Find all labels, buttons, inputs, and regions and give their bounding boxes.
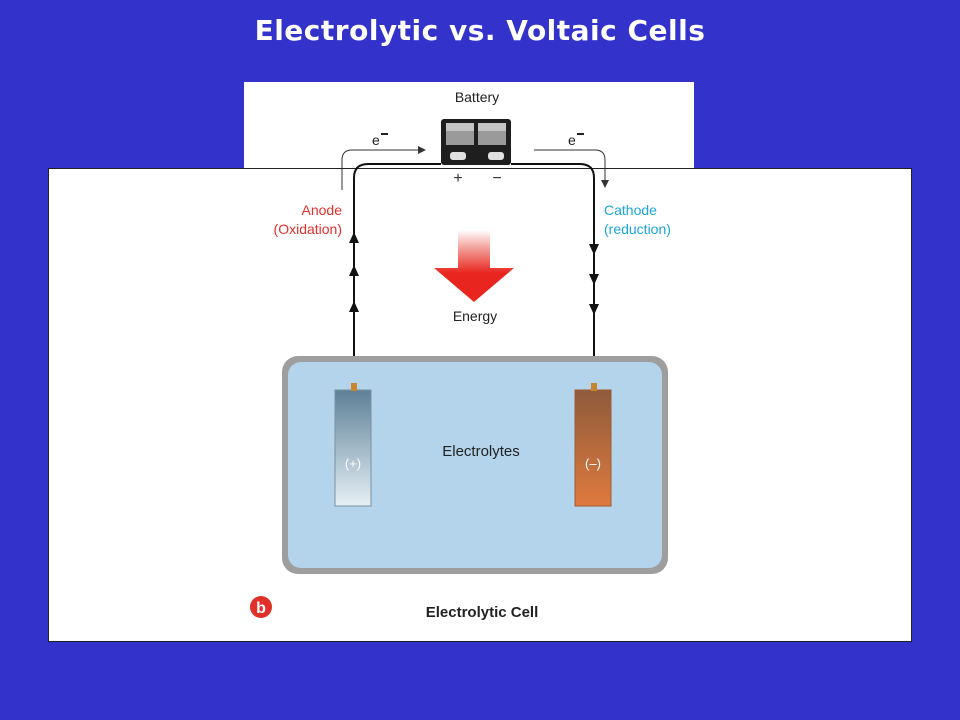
anode-electrode-sign: (+)	[345, 456, 361, 471]
electron-label-right: e	[568, 132, 576, 148]
electron-label-left: e	[372, 132, 380, 148]
battery-minus-sign: −	[492, 170, 501, 187]
cathode-sublabel: (reduction)	[604, 221, 671, 237]
electron-flow-right	[534, 149, 609, 188]
electron-flow-left	[341, 146, 426, 190]
slide-title: Electrolytic vs. Voltaic Cells	[254, 14, 706, 47]
cathode-label: Cathode	[604, 202, 657, 218]
battery-plus-sign: +	[453, 170, 462, 187]
cathode-electrode	[574, 389, 612, 507]
cathode-terminal	[591, 383, 597, 391]
anode-wire	[353, 163, 441, 388]
anode-current-arrows	[349, 232, 359, 312]
energy-arrow	[434, 230, 514, 302]
cathode-current-arrows	[589, 244, 599, 315]
cathode-electrode-sign: (–)	[585, 456, 601, 471]
figure-letter: b	[256, 600, 266, 617]
anode-electrode	[334, 389, 372, 507]
figure-caption: Electrolytic Cell	[426, 604, 539, 621]
electrolytes-label: Electrolytes	[442, 443, 520, 460]
figure-letter-badge	[250, 596, 272, 618]
anode-label: Anode	[302, 202, 343, 218]
anode-terminal	[351, 383, 357, 391]
battery	[441, 119, 511, 165]
anode-sublabel: (Oxidation)	[274, 221, 342, 237]
energy-label: Energy	[453, 308, 497, 324]
battery-label: Battery	[455, 89, 499, 105]
electrolyte-solution	[288, 362, 662, 568]
cathode-wire	[511, 163, 595, 388]
